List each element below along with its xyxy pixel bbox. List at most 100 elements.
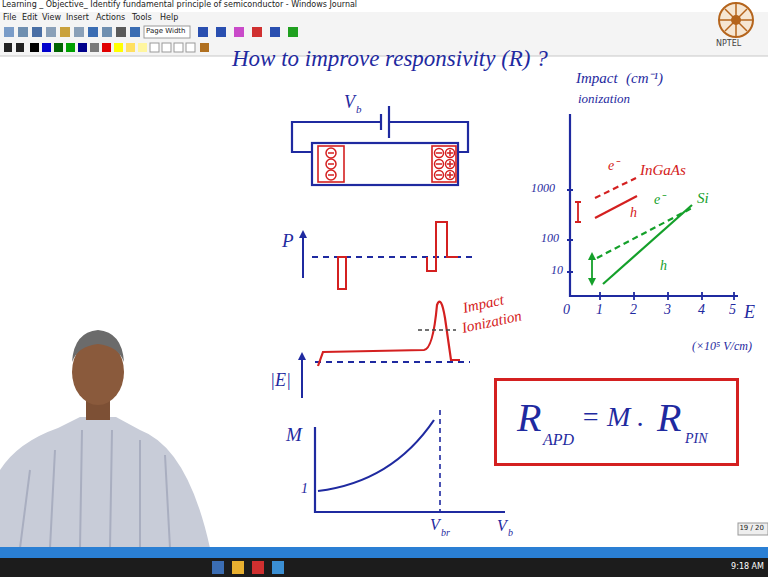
axis-label: E (744, 302, 755, 323)
axis-label: |E| (270, 370, 291, 391)
gap-bracket (575, 202, 581, 222)
pen-swatch (78, 43, 87, 52)
negative-charge (328, 174, 334, 176)
carrier-label: h (660, 258, 667, 274)
pen-swatch (54, 43, 63, 52)
material-label: Si (697, 190, 709, 207)
axis-title: Impact (576, 70, 618, 87)
axis-label: M (286, 424, 302, 446)
charge-density-plot (303, 222, 472, 289)
positive-charge (446, 160, 455, 169)
logo-text: NPTEL (716, 39, 741, 48)
pen-swatch (102, 43, 111, 52)
electron-line (595, 178, 636, 198)
carrier-label: h (630, 205, 637, 221)
battery-plate (380, 114, 382, 130)
slide-heading: How to improve responsivity (R) ? (232, 46, 548, 72)
depletion-region (432, 146, 456, 182)
negative-charge (436, 174, 442, 176)
formula-term: R (517, 395, 541, 441)
positive-charge (446, 149, 455, 158)
page-counter: 19 / 20 (739, 524, 764, 532)
menu-item: View (42, 13, 61, 22)
pen-swatch (162, 43, 171, 52)
formula-box: RAPD= M .RPIN (494, 378, 739, 466)
nptel-logo (719, 3, 753, 37)
presenter-hair (72, 330, 124, 362)
color-swatches (4, 43, 209, 52)
apd-device (292, 106, 468, 185)
logo-ring (719, 3, 753, 37)
presenter-shirt (0, 417, 210, 548)
page-counter-box (738, 523, 768, 535)
menu-item: File (3, 13, 16, 22)
tool-icon (4, 27, 14, 37)
tool-icon (46, 27, 56, 37)
tool-icon (18, 27, 28, 37)
tool-icon (130, 27, 140, 37)
pen-swatch (66, 43, 75, 52)
gain-plot (315, 410, 505, 512)
menu-item: Edit (22, 13, 38, 22)
charge-symbols (326, 148, 455, 180)
taskbar (0, 558, 768, 577)
ionization-chart (567, 114, 738, 300)
negative-charge (328, 163, 334, 165)
pen-swatch (174, 43, 183, 52)
window-title: Learning _ Objective_ Identify fundament… (2, 0, 357, 9)
plot-axes (570, 114, 738, 296)
positive-charge (447, 161, 453, 167)
charge-block (427, 222, 458, 271)
battery-plate (388, 106, 390, 138)
axis-value: 100 (541, 232, 559, 246)
negative-charge (436, 152, 442, 154)
positive-charge (447, 150, 453, 156)
zoom-box (144, 26, 190, 38)
menu-item: Help (160, 13, 178, 22)
shirt-stripes (20, 430, 170, 548)
presenter (0, 330, 210, 548)
axis-label: V (430, 516, 440, 534)
tool-icon (198, 27, 208, 37)
hole-line (603, 205, 692, 284)
axis-subscript: br (441, 527, 450, 539)
charge-block (338, 257, 346, 289)
axis-value: 1000 (531, 182, 555, 196)
tool-icon (102, 27, 112, 37)
pen-swatch (90, 43, 99, 52)
negative-charge (326, 148, 336, 158)
axis-value: 0 (563, 302, 570, 318)
tool-icon (116, 27, 126, 37)
negative-charge (328, 152, 334, 154)
status-bar (0, 547, 768, 558)
axis-value: 1 (301, 481, 308, 497)
field-curve (318, 302, 460, 366)
pen-swatch (126, 43, 135, 52)
tool-icon (252, 27, 262, 37)
plot-axes (315, 427, 505, 512)
taskbar-icon (212, 561, 224, 574)
pen-swatch (114, 43, 123, 52)
threshold-line (418, 329, 456, 331)
axis-title: ionization (578, 92, 630, 107)
pen-swatch (200, 43, 209, 52)
zoom-label: Page Width (146, 27, 186, 35)
depletion-region (318, 146, 344, 182)
voltage-subscript: b (356, 103, 362, 116)
pen-swatch (186, 43, 195, 52)
axis-value: 2 (630, 302, 637, 318)
field-plot (302, 302, 470, 398)
formula-subscript: APD (543, 431, 574, 449)
negative-charge (435, 171, 444, 180)
menu-item: Insert (66, 13, 89, 22)
axis-value: 3 (664, 302, 671, 318)
tool-icon (288, 27, 298, 37)
voltage-symbol: V (344, 92, 355, 113)
negative-charge (326, 170, 336, 180)
axis-value: 1 (596, 302, 603, 318)
tool-icon (16, 43, 24, 52)
tool-icon (74, 27, 84, 37)
formula-term: R (657, 395, 681, 441)
logo-spokes (720, 4, 752, 36)
